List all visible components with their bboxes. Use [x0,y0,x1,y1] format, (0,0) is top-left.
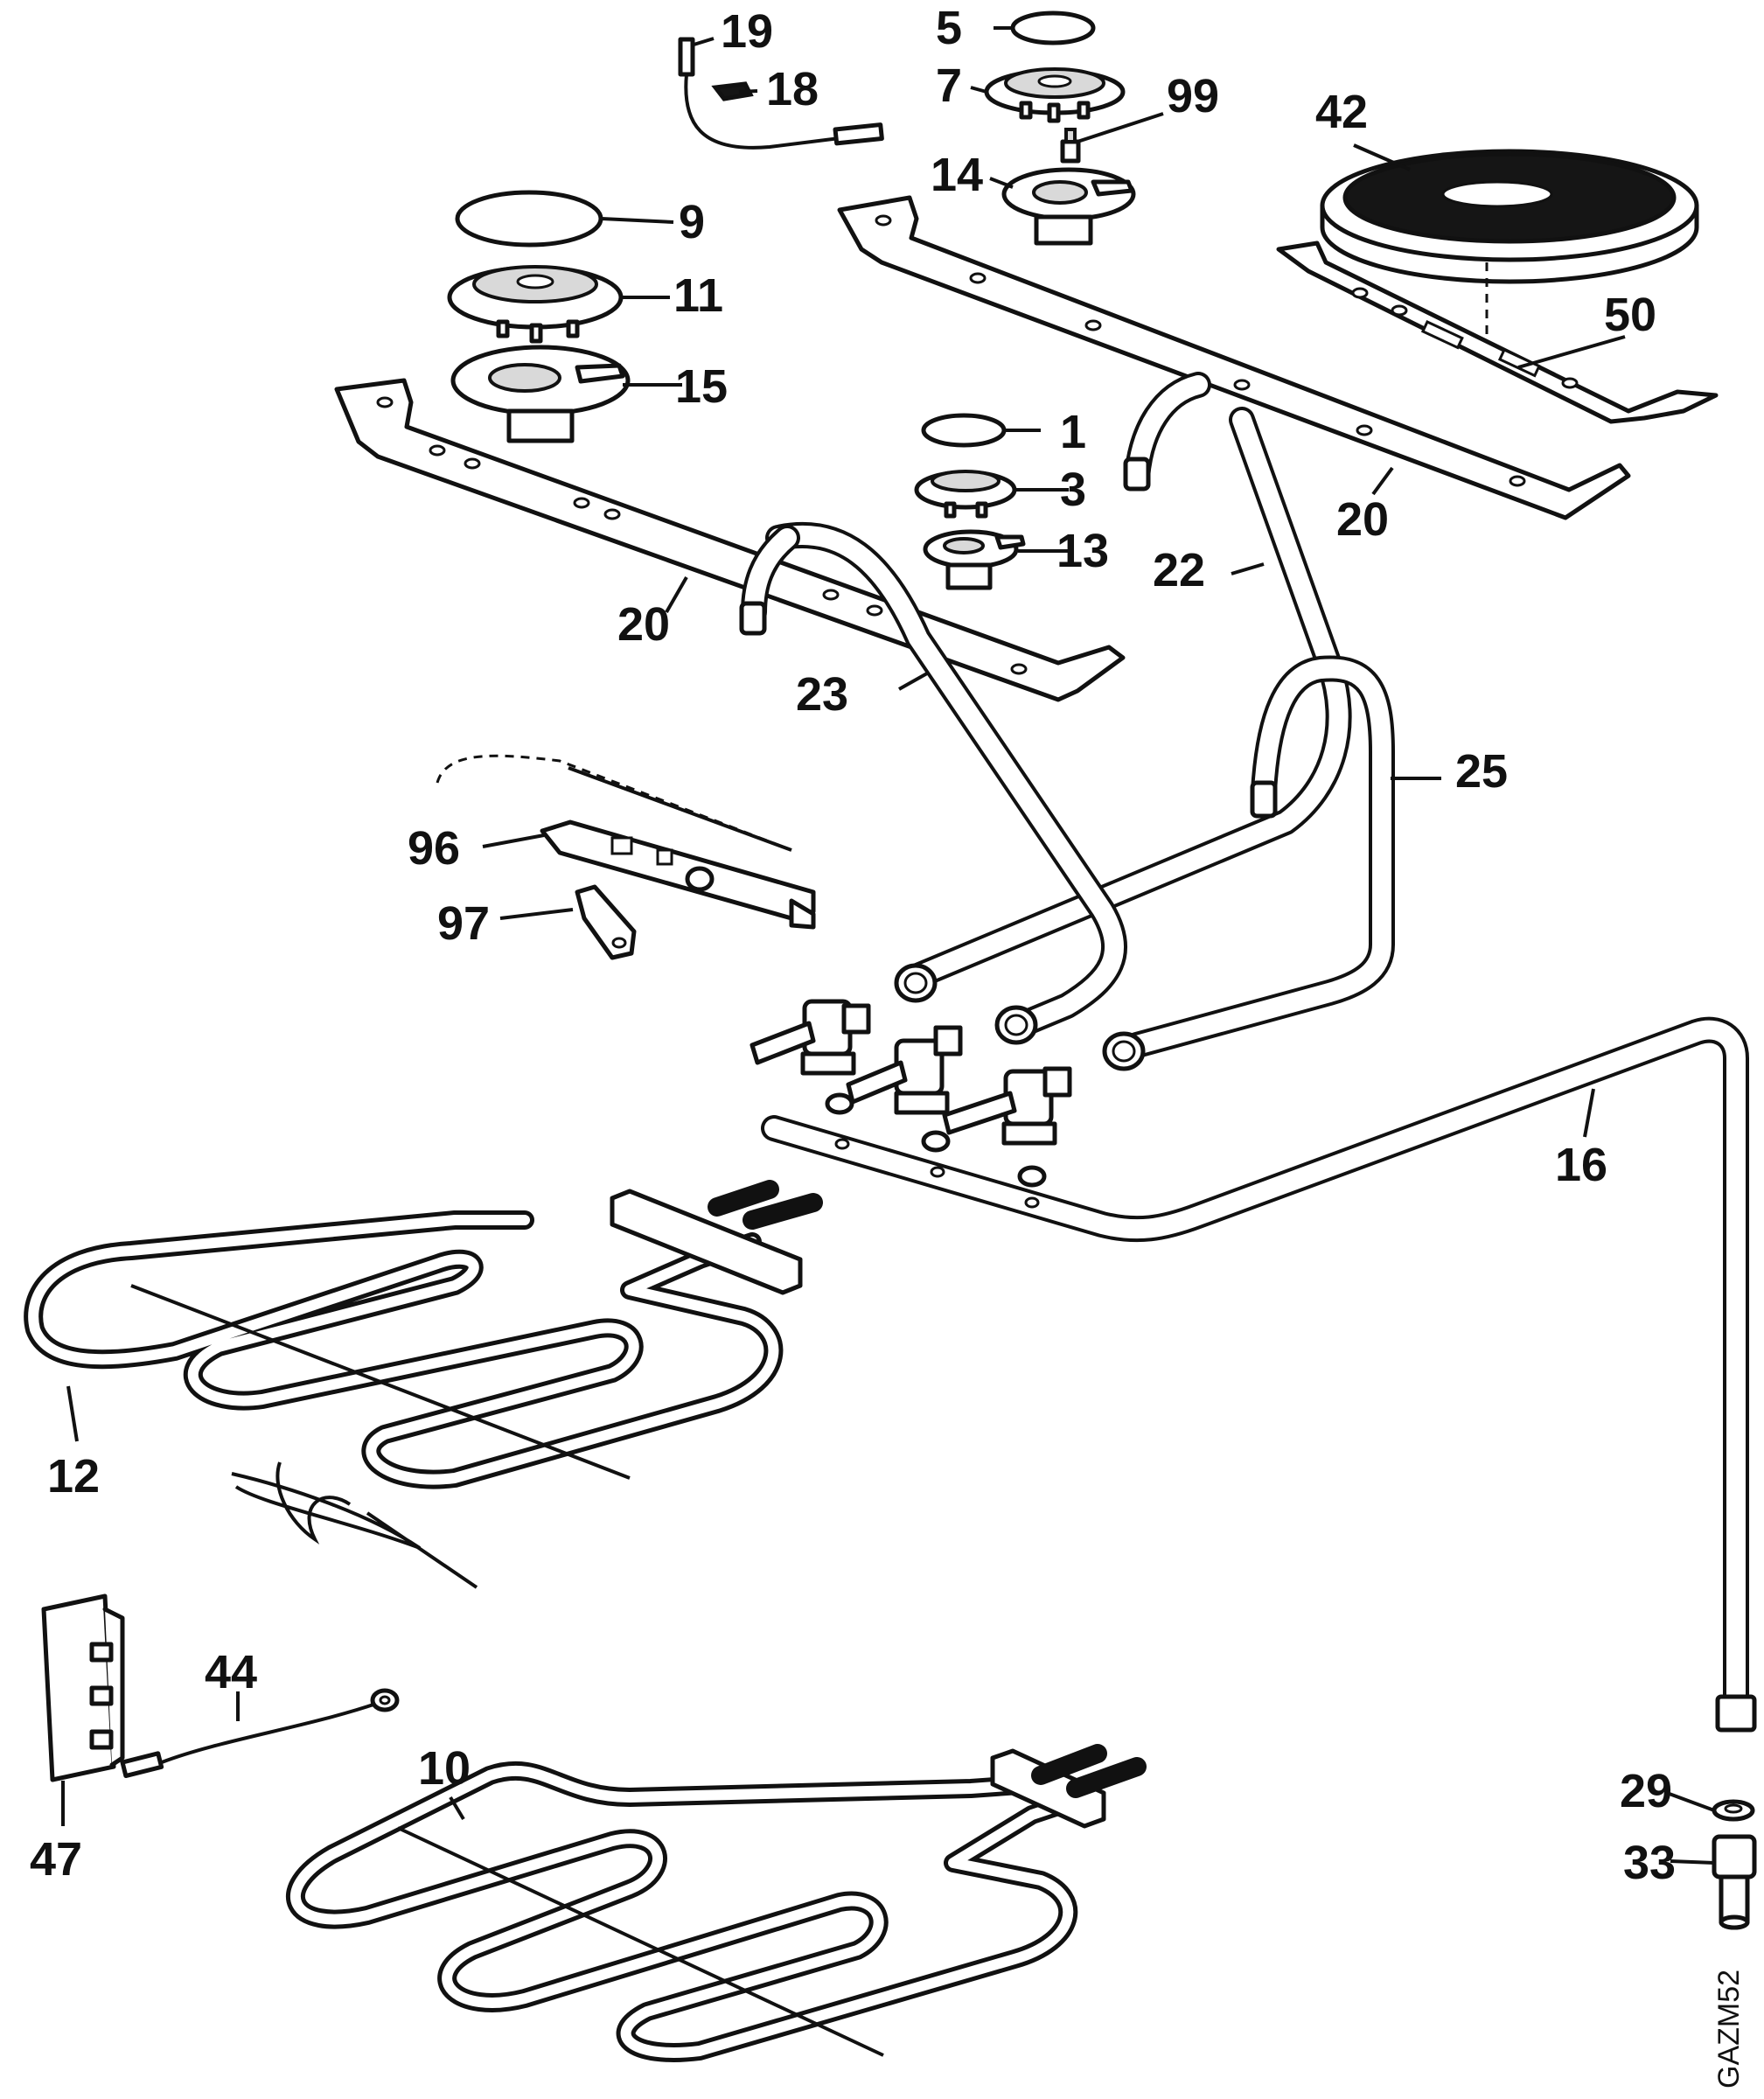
part-25-gas-pipe [1124,655,1395,1058]
part-12-grill-element [24,1180,823,1489]
part-96-ignition-bracket [436,754,816,930]
part-15-burner-body-large [450,345,631,443]
callout-18: 18 [766,63,819,115]
callout-47: 47 [30,1833,82,1886]
part-97-clip [575,884,637,960]
part-19-thermocouple [678,37,884,150]
callout-5: 5 [936,2,962,54]
pipe-nuts [894,963,1146,1071]
part-42-hotplate [1320,149,1699,284]
leader-lines [61,26,1715,1865]
part-13-burner-body-aux [923,529,1026,590]
callout-3: 3 [1060,464,1086,516]
part-3-burner-crown-aux [914,470,1017,519]
callout-19: 19 [721,5,773,58]
callout-33: 33 [1623,1837,1676,1889]
callout-50: 50 [1604,289,1656,341]
callout-23: 23 [796,668,848,721]
part-5-burner-cap-small [1010,10,1096,45]
callout-10: 10 [418,1742,471,1795]
part-50-hotplate-bracket [1276,241,1719,424]
callout-22: 22 [1153,544,1205,596]
part-20-upper-rail [837,195,1631,520]
callout-25: 25 [1455,745,1508,798]
callout-7: 7 [936,59,962,112]
callout-13: 13 [1056,525,1109,577]
part-47-terminal-block [41,1593,125,1782]
callout-29: 29 [1620,1765,1672,1817]
signature-scribble [231,1461,478,1589]
part-1-burner-cap-aux [921,413,1007,448]
part-18-clip [711,81,754,101]
drawing-code: GAZM52 [1712,1970,1746,2089]
gas-valve-taps [750,999,1072,1188]
callout-96: 96 [408,822,460,875]
part-14-burner-body [1001,167,1136,246]
callout-20-lower: 20 [617,598,670,651]
callout-42: 42 [1315,86,1368,138]
part-9-burner-cap-large [455,190,603,248]
part-44-earth-lead [120,1688,400,1779]
callout-16: 16 [1555,1139,1607,1191]
callout-14: 14 [931,149,983,201]
callout-15: 15 [675,360,728,413]
callout-labels: 19 18 5 7 99 14 42 9 11 15 50 1 3 13 20 … [30,2,1746,2089]
part-10-oven-element [286,1744,1147,2062]
part-16-gas-manifold [761,1016,1757,1733]
part-99-injector-nozzle [1060,128,1081,164]
part-7-burner-crown [984,67,1126,123]
callout-12: 12 [47,1450,100,1503]
callout-9: 9 [679,196,705,248]
callout-11: 11 [673,269,723,322]
callout-1: 1 [1060,406,1086,458]
callout-20-upper: 20 [1336,493,1389,546]
part-33-hose-connector [1712,1834,1757,1930]
callout-99: 99 [1167,70,1219,122]
part-29-seal-washer [1712,1799,1755,1822]
callout-97: 97 [437,897,490,950]
part-11-burner-crown-large [447,265,624,344]
part-23-gas-pipe [739,521,1128,1041]
callout-44: 44 [205,1646,257,1698]
